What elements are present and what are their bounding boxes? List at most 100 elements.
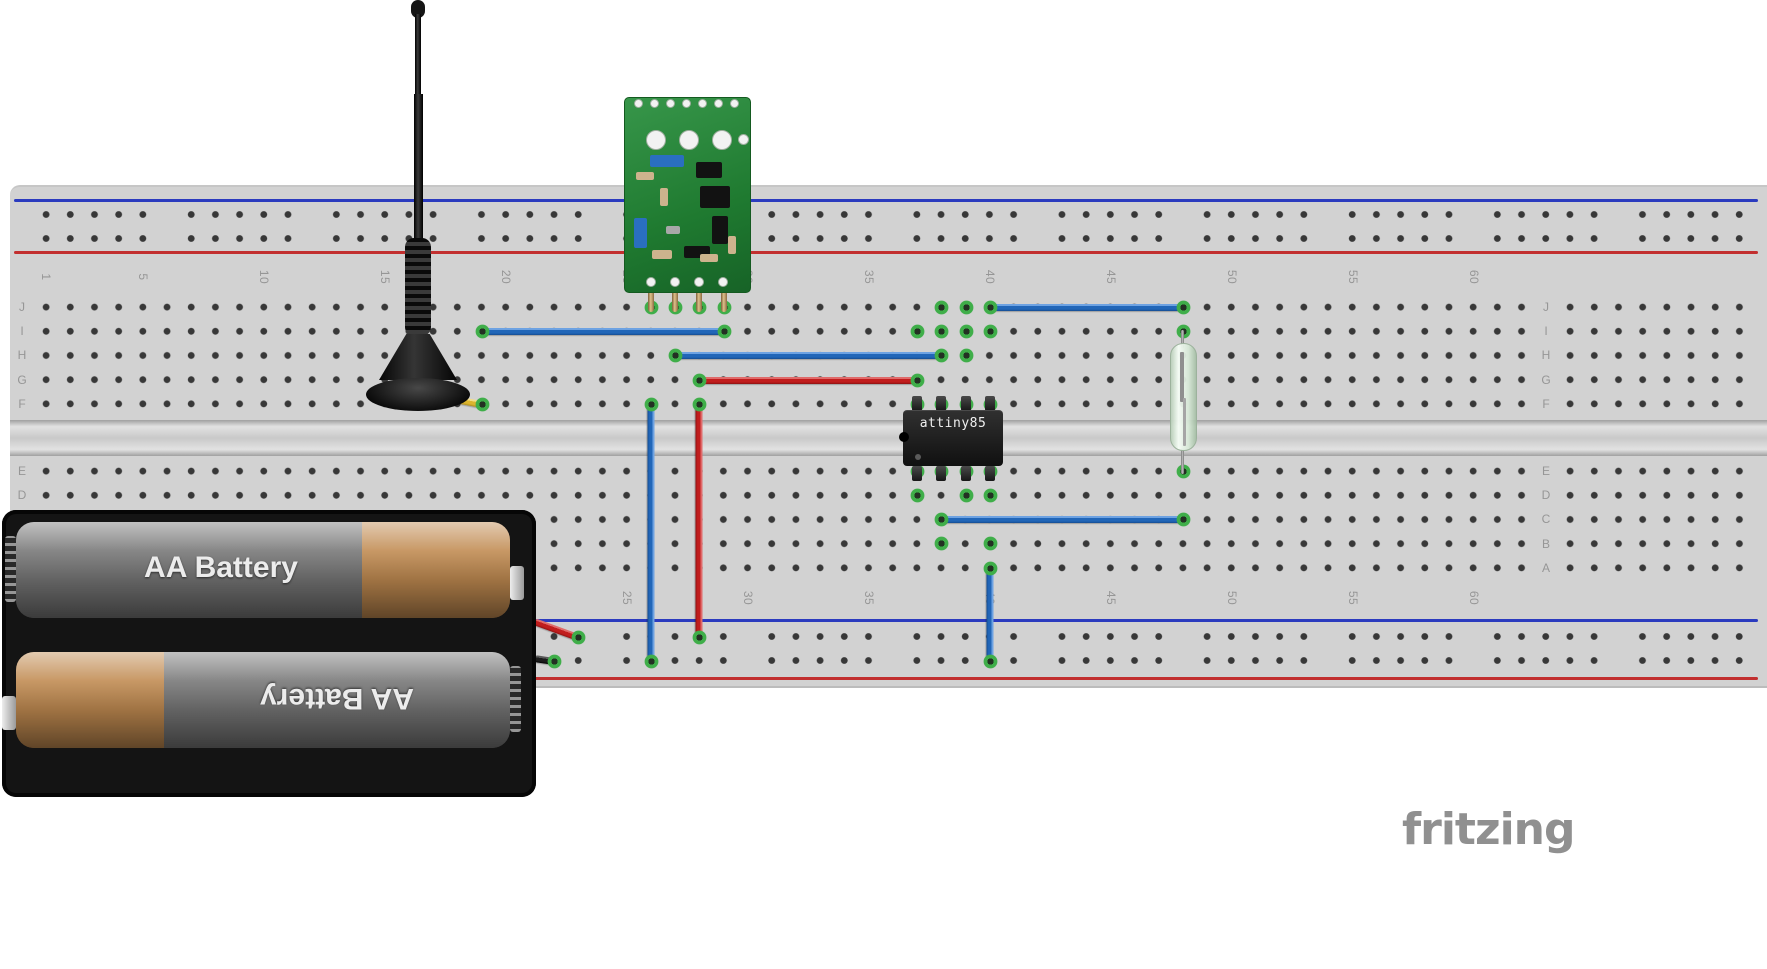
top-rail-blue-line	[14, 199, 1758, 202]
ic-pin1-marker	[915, 454, 921, 460]
whip-antenna[interactable]	[360, 0, 490, 414]
upper-grid-holes-right	[1558, 295, 1750, 416]
connection-indicator	[716, 323, 732, 339]
smd-component	[666, 226, 680, 234]
module-pad	[670, 277, 680, 287]
breadboard-center-groove	[10, 420, 1767, 456]
connection-indicator	[933, 511, 949, 527]
wire-red-vertical[interactable]	[695, 404, 703, 637]
column-label: 55	[1346, 590, 1360, 606]
connection-indicator	[909, 372, 925, 388]
top-rail-holes-row1	[34, 202, 1750, 227]
row-label: D	[17, 488, 27, 502]
row-label: B	[1541, 537, 1551, 551]
column-label: 45	[1104, 269, 1118, 285]
column-label: 50	[1225, 590, 1239, 606]
module-hole	[634, 99, 643, 108]
row-label: E	[17, 464, 27, 478]
antenna-coil	[405, 238, 431, 336]
module-pin	[721, 288, 727, 312]
column-label: 5	[136, 273, 150, 281]
module-pad	[646, 277, 656, 287]
connection-indicator	[982, 299, 998, 315]
reed-lead-top	[1181, 330, 1184, 348]
smd-resistor	[652, 250, 672, 259]
column-label: 20	[499, 269, 513, 285]
module-hole	[698, 99, 707, 108]
smd-capacitor	[634, 218, 647, 248]
module-hole	[714, 99, 723, 108]
ic-pin	[985, 466, 995, 481]
battery-bottom: AA Battery	[16, 652, 510, 748]
connection-indicator	[982, 535, 998, 551]
row-label: I	[20, 324, 24, 338]
reed-contact	[1183, 398, 1186, 446]
ic-pin	[912, 396, 922, 411]
ic-notch	[899, 432, 909, 442]
connection-indicator	[958, 487, 974, 503]
rf-transmitter-module[interactable]	[624, 97, 751, 312]
top-rail-red-line	[14, 251, 1758, 254]
connection-indicator	[643, 396, 659, 412]
battery-spring	[5, 536, 16, 602]
row-label: J	[19, 300, 25, 314]
ic-pin	[912, 466, 922, 481]
battery-contact	[510, 566, 524, 600]
ic-pin	[985, 396, 995, 411]
reed-switch[interactable]	[1168, 328, 1202, 478]
connection-indicator	[933, 323, 949, 339]
connection-indicator	[933, 299, 949, 315]
connection-indicator	[933, 347, 949, 363]
battery-label: AA Battery	[260, 682, 414, 715]
connection-indicator	[982, 487, 998, 503]
column-label: 30	[741, 590, 755, 606]
module-pin	[672, 288, 678, 312]
ic-pin	[961, 466, 971, 481]
antenna-base	[366, 378, 470, 411]
module-pin	[696, 288, 702, 312]
connection-indicator	[691, 372, 707, 388]
battery-holder[interactable]: AA Battery AA Battery	[2, 510, 536, 797]
wire-blue-vertical-left[interactable]	[647, 404, 655, 661]
ic-pin	[961, 396, 971, 411]
wire-red-row-g[interactable]	[699, 376, 917, 384]
wire-blue-row-i[interactable]	[482, 327, 724, 335]
connection-indicator	[982, 653, 998, 669]
ic-pin	[936, 466, 946, 481]
row-label: H	[17, 348, 27, 362]
row-label: J	[1543, 300, 1549, 314]
column-label: 1	[39, 273, 53, 281]
module-mount-hole	[738, 134, 749, 145]
smd-resistor	[700, 254, 718, 262]
column-label: 10	[257, 269, 271, 285]
antenna-shaft-lower	[414, 94, 423, 240]
connection-indicator	[546, 653, 562, 669]
smd-ic	[700, 186, 730, 208]
wire-blue-row-c[interactable]	[941, 515, 1183, 523]
ic-label: attiny85	[919, 416, 987, 431]
connection-indicator	[909, 487, 925, 503]
connection-indicator	[958, 299, 974, 315]
connection-indicator	[982, 560, 998, 576]
column-label: 50	[1225, 269, 1239, 285]
row-label: G	[1541, 373, 1551, 387]
connection-indicator	[474, 396, 490, 412]
module-hole	[650, 99, 659, 108]
wire-blue-vertical-right[interactable]	[986, 568, 994, 661]
connection-indicator	[691, 396, 707, 412]
row-label: F	[18, 397, 26, 411]
connection-indicator	[667, 347, 683, 363]
module-pad	[694, 277, 704, 287]
connection-indicator	[958, 323, 974, 339]
wire-blue-row-h[interactable]	[675, 351, 941, 359]
smd-resistor	[636, 172, 654, 180]
attiny85-ic[interactable]: attiny85	[899, 396, 1003, 484]
connection-indicator	[691, 629, 707, 645]
module-mount-hole	[646, 130, 666, 150]
wire-blue-row-j[interactable]	[990, 303, 1183, 311]
module-pin	[648, 288, 654, 312]
column-label: 40	[983, 269, 997, 285]
ic-pin	[936, 396, 946, 411]
top-rail-holes-row2	[34, 226, 1750, 251]
row-label: A	[1541, 561, 1551, 575]
